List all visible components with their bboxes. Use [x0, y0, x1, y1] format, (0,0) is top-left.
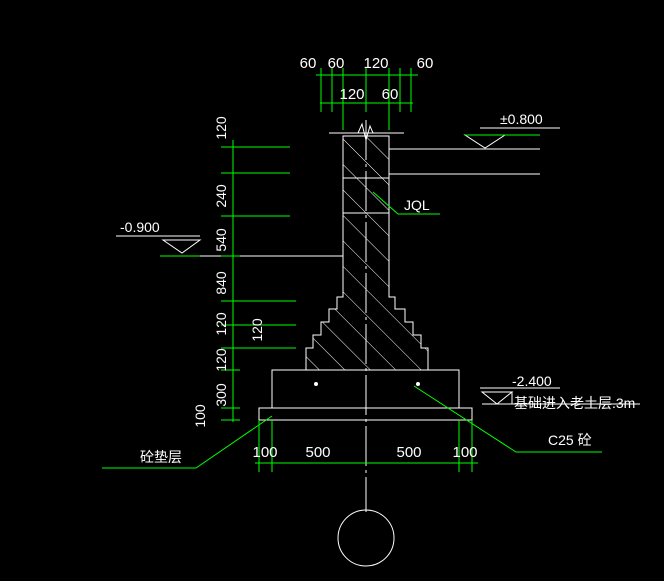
left-dim-6: 120: [249, 318, 265, 342]
base-dot-1: [314, 382, 318, 386]
bottom-dim-1: 100: [252, 444, 277, 461]
concrete-label: C25 砼: [548, 432, 592, 448]
top-dim-4: 60: [417, 55, 434, 72]
left-dim-4: 840: [213, 271, 229, 295]
outdoor-elevation: -0.900: [120, 219, 160, 235]
left-dim-5: 120: [213, 312, 229, 336]
axis-bubble: [337, 509, 395, 567]
base-elevation: -2.400: [512, 373, 552, 389]
floor-level-triangle: [463, 134, 507, 149]
left-dimension-labels: 120 240 540 840 120 120 120 300 100: [192, 116, 265, 428]
top-dim-2: 60: [328, 55, 345, 72]
wall-and-footing: [305, 135, 429, 371]
top-dim-1: 60: [300, 55, 317, 72]
top-dim-5: 120: [339, 86, 364, 103]
jql-leader: [372, 191, 440, 215]
bottom-dimension-labels: 100 500 500 100: [252, 444, 477, 461]
c25-leader: [413, 385, 602, 453]
annotations: ±0.800 -0.900 -2.400 JQL 基础进入老土层.3m C25 …: [120, 111, 635, 465]
top-dimension-labels: 60 60 120 60 120 60: [300, 55, 434, 103]
bottom-dim-3: 500: [396, 444, 421, 461]
left-dim-1: 120: [213, 116, 229, 140]
base-dot-2: [416, 382, 420, 386]
soil-note: 基础进入老土层.3m: [514, 395, 635, 411]
top-dim-3: 120: [363, 55, 388, 72]
cushion-label: 砼垫层: [140, 449, 182, 465]
left-dim-2: 240: [213, 184, 229, 208]
structure: [116, 120, 640, 567]
dimension-lines: [102, 68, 602, 472]
cushion-leader: [102, 415, 273, 469]
outdoor-level-triangle: [161, 239, 202, 254]
left-dim-9: 100: [192, 404, 208, 428]
left-dim-3: 540: [213, 228, 229, 252]
bottom-dim-4: 100: [452, 444, 477, 461]
bottom-dim-2: 500: [305, 444, 330, 461]
left-dim-7: 120: [213, 348, 229, 372]
ring-beam-label: JQL: [404, 197, 430, 213]
base-level-triangle: [480, 391, 514, 405]
left-dim-8: 300: [213, 383, 229, 407]
floor-elevation: ±0.800: [500, 111, 543, 127]
top-dim-6: 60: [382, 86, 399, 103]
